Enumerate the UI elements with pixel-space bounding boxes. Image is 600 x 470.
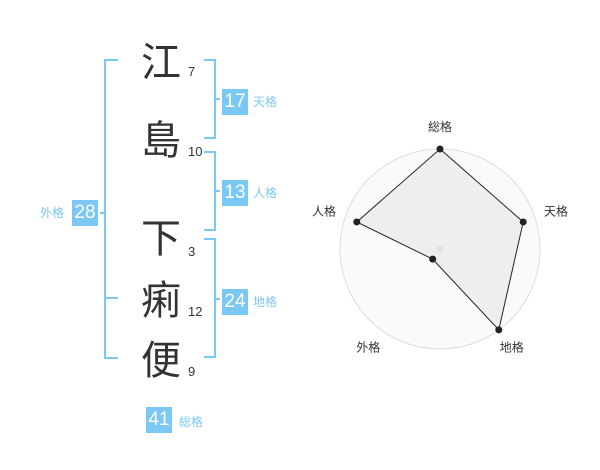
stroke-count-3: 3 — [188, 244, 196, 259]
stroke-count-4: 12 — [188, 304, 203, 319]
ten-label: 天格 — [253, 95, 278, 109]
ten-bracket — [204, 59, 216, 139]
name-char-1: 江 — [141, 40, 181, 86]
radar-point-5 — [353, 218, 361, 226]
radar-axis-label-3: 地格 — [500, 340, 524, 355]
sou-value-badge: 41 — [146, 407, 172, 433]
radar-point-1 — [436, 145, 444, 153]
ten-value-badge: 17 — [222, 89, 248, 115]
chi-label: 地格 — [253, 295, 278, 309]
jin-label: 人格 — [253, 186, 278, 200]
name-char-4: 痢 — [141, 278, 181, 324]
chi-connector — [216, 298, 220, 300]
radar-point-3 — [495, 326, 503, 334]
radar-point-4 — [429, 255, 437, 263]
radar-polygon — [355, 148, 524, 331]
radar-point-2 — [519, 218, 527, 226]
chi-bracket — [204, 238, 216, 358]
radar-axis-label-4: 外格 — [356, 340, 380, 355]
gai-label: 外格 — [40, 206, 65, 220]
radar-axis-label-5: 人格 — [312, 203, 336, 218]
ten-connector — [216, 98, 220, 100]
name-char-3: 下 — [141, 216, 181, 262]
name-char-5: 便 — [141, 338, 181, 384]
stroke-count-5: 9 — [188, 364, 196, 379]
gai-connector — [100, 212, 104, 214]
name-char-2: 島 — [141, 118, 181, 164]
stroke-count-2: 10 — [188, 144, 203, 159]
jin-connector — [216, 190, 220, 192]
jin-value-badge: 13 — [222, 180, 248, 206]
gai-bracket-lower — [104, 297, 118, 359]
radar-axis-label-1: 総格 — [428, 119, 452, 134]
chi-value-badge: 24 — [222, 289, 248, 315]
jin-bracket — [204, 151, 216, 231]
sou-label: 総格 — [179, 415, 204, 429]
stroke-count-1: 7 — [188, 64, 196, 79]
radar-axis-label-2: 天格 — [544, 203, 568, 218]
gai-value-badge: 28 — [72, 200, 98, 226]
